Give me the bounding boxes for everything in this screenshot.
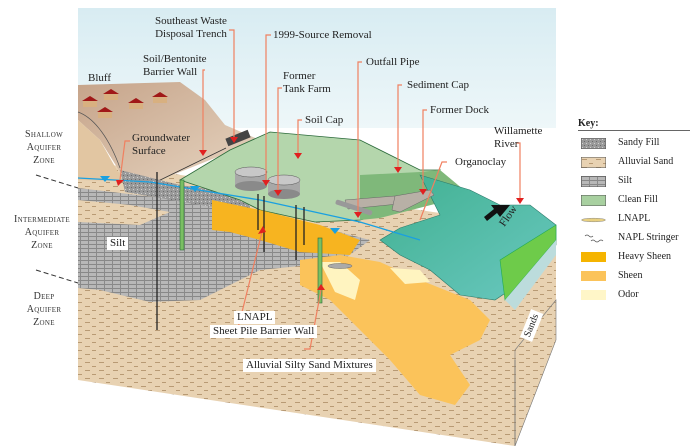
legend-label: LNAPL — [618, 213, 651, 224]
napl-stringer — [327, 263, 353, 269]
tank-1 — [234, 166, 268, 191]
water-table-marker-3 — [330, 228, 340, 234]
sheen-swatch — [581, 271, 606, 281]
legend-label: Clean Fill — [618, 194, 658, 205]
legend-label: Silt — [618, 175, 632, 186]
zone-deep-aquifer: Deep Aquifer Zone — [6, 290, 82, 329]
zone-line: Aquifer — [24, 227, 60, 238]
label-line: Groundwater — [132, 132, 191, 144]
label-line: Tank Farm — [283, 83, 331, 95]
clean-fill-swatch — [581, 195, 606, 206]
label-alluvial-silty-sand: Alluvial Silty Sand Mixtures — [243, 359, 376, 372]
legend-label: Alluvial Sand — [618, 156, 674, 167]
legend-label: NAPL Stringer — [618, 232, 679, 243]
label-outfall-pipe: Outfall Pipe — [366, 56, 420, 68]
label-soil-cap: Soil Cap — [305, 114, 344, 126]
groundwater-line — [77, 177, 421, 241]
houses — [82, 89, 168, 118]
legend-title: Key: — [578, 118, 690, 131]
label-source-removal: 1999-Source Removal — [273, 29, 372, 41]
legend-label: Heavy Sheen — [618, 251, 672, 262]
legend-item-sheen: Sheen — [578, 268, 698, 287]
zone-shallow-aquifer: Shallow Aquifer Zone — [6, 128, 82, 167]
label-soil-bentonite-barrier-wall: Soil/Bentonite Barrier Wall — [143, 53, 207, 79]
label-line: Soil/Bentonite — [143, 53, 207, 65]
label-organoclay: Organoclay — [455, 156, 507, 168]
water-table-marker-2 — [190, 186, 200, 192]
heavy-sheen-swatch — [581, 252, 606, 262]
zone-line: Zone — [33, 155, 55, 166]
lnapl-swatch — [581, 217, 606, 223]
legend-item-clean-fill: Clean Fill — [578, 192, 698, 211]
label-line: Southeast Waste — [155, 15, 227, 27]
sandy-fill-swatch — [581, 138, 606, 149]
label-line: Former — [283, 70, 316, 82]
odor-swatch — [581, 290, 606, 300]
zone-line: Aquifer — [26, 304, 62, 315]
legend-item-napl-stringer: NAPL Stringer — [578, 230, 698, 249]
label-groundwater-surface: Groundwater Surface — [132, 132, 190, 158]
legend-item-heavy-sheen: Heavy Sheen — [578, 249, 698, 268]
napl-stringer-swatch — [584, 234, 604, 243]
legend-label: Sheen — [618, 270, 643, 281]
tank-2 — [267, 174, 301, 199]
label-line: Disposal Trench — [155, 28, 227, 40]
odor-zone — [320, 262, 360, 300]
label-line: Barrier Wall — [143, 66, 198, 78]
southeast-waste-trench — [225, 129, 251, 147]
legend-item-sandy-fill: Sandy Fill — [578, 135, 698, 154]
label-willamette-river: Willamette River — [494, 125, 542, 151]
flow-arrow-icon — [484, 205, 510, 221]
zone-line: Zone — [33, 317, 55, 328]
label-sheet-pile-barrier-wall: Sheet Pile Barrier Wall — [210, 325, 318, 338]
label-silt: Silt — [107, 237, 129, 250]
label-former-tank-farm: Former Tank Farm — [283, 70, 331, 96]
legend-label: Odor — [618, 289, 639, 300]
label-southeast-waste-trench: Southeast Waste Disposal Trench — [155, 15, 227, 41]
zone-intermediate-aquifer: Intermediate Aquifer Zone — [2, 213, 82, 252]
zone-line: Intermediate — [14, 214, 70, 225]
heavy-sheen-zone — [212, 200, 360, 255]
label-bluff: Bluff — [88, 72, 112, 84]
alluvial-sand-swatch — [581, 157, 606, 168]
label-line: River — [494, 138, 519, 150]
water-table-marker-1 — [100, 176, 110, 182]
zone-line: Shallow — [25, 129, 63, 140]
outfall-pipe — [335, 199, 373, 216]
label-lnapl: LNAPL — [234, 311, 276, 324]
sheet-pile-barrier-wall — [317, 237, 323, 304]
legend-label: Sandy Fill — [618, 137, 660, 148]
leader-arrowheads — [116, 137, 524, 290]
legend-item-lnapl: LNAPL — [578, 211, 698, 230]
label-line: Surface — [132, 145, 166, 157]
zone-line: Aquifer — [26, 142, 62, 153]
legend: Key: Sandy Fill Alluvial Sand Silt Clean… — [578, 118, 698, 306]
legend-item-odor: Odor — [578, 287, 698, 306]
zone-line: Deep — [33, 291, 55, 302]
soil-bentonite-barrier-wall — [179, 179, 185, 251]
monitoring-wells — [156, 172, 305, 330]
label-line: Willamette — [494, 125, 543, 137]
legend-item-silt: Silt — [578, 173, 698, 192]
label-former-dock: Former Dock — [430, 104, 489, 116]
zone-line: Zone — [31, 240, 53, 251]
legend-item-alluvial-sand: Alluvial Sand — [578, 154, 698, 173]
silt-swatch — [581, 176, 606, 187]
label-sediment-cap: Sediment Cap — [407, 79, 470, 91]
